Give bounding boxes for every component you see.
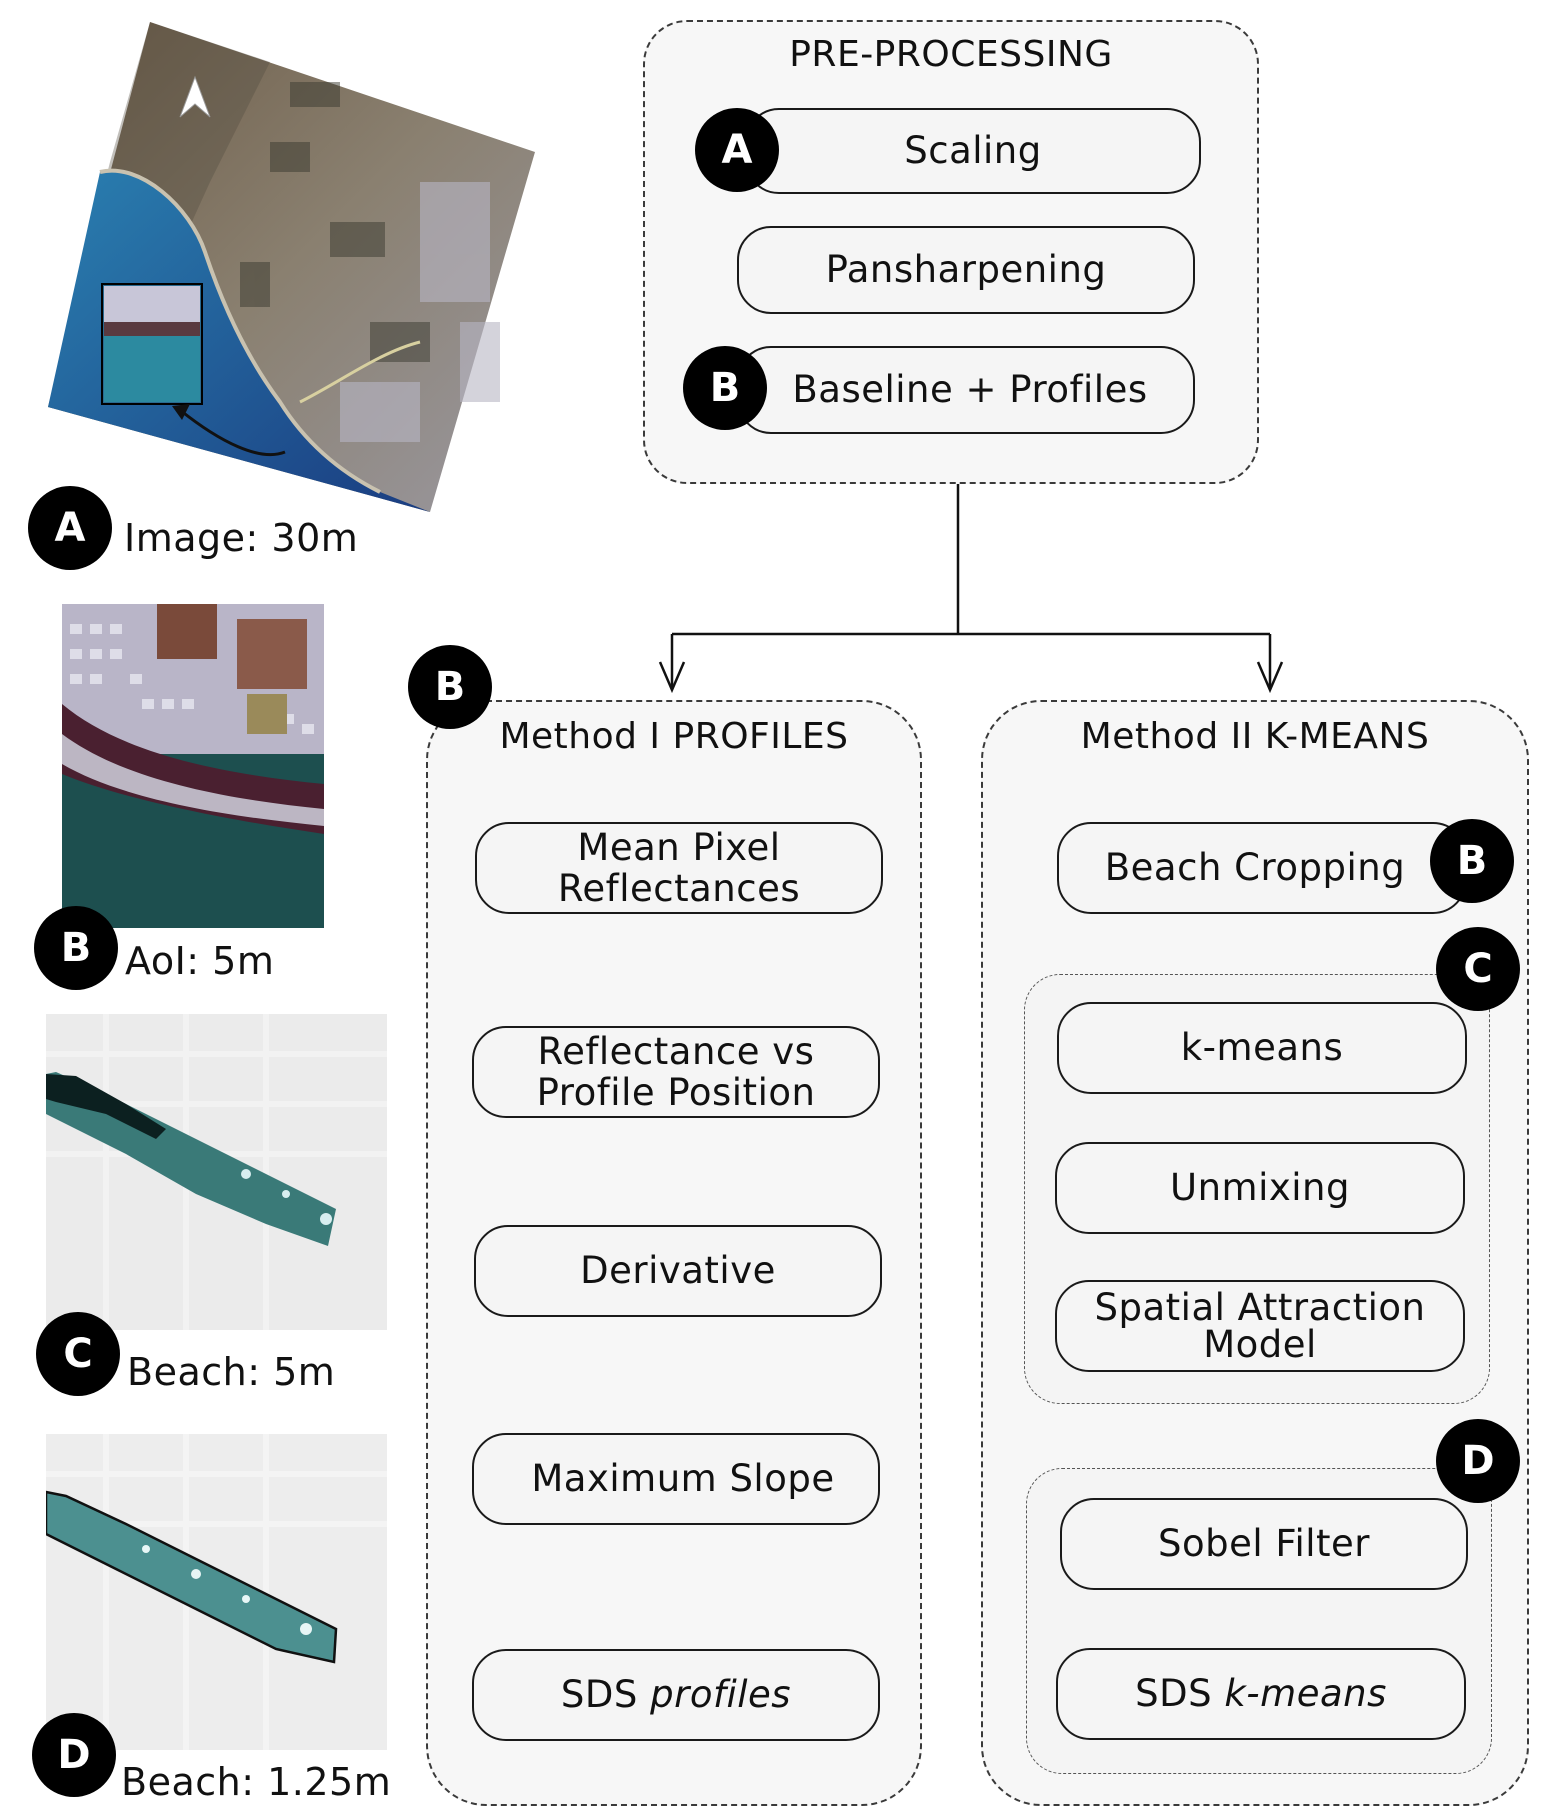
satellite-image-30m	[40, 22, 540, 512]
step-pansharpening: Pansharpening	[737, 226, 1195, 314]
kmeans-subgroup-badge-c: C	[1436, 927, 1520, 1011]
step-line2: Profile Position	[536, 1071, 816, 1114]
north-arrow-icon	[179, 75, 211, 118]
step-label: Sobel Filter	[1157, 1522, 1371, 1566]
step-sds-k-means: SDS k-means	[1056, 1648, 1466, 1740]
beach-cropping-badge-b: B	[1430, 819, 1514, 903]
step-sobel-filter: Sobel Filter	[1060, 1498, 1468, 1590]
step-label: Pansharpening	[825, 248, 1107, 292]
step-line1: Mean Pixel	[577, 825, 781, 869]
image-badge-b: B	[34, 906, 118, 990]
image-caption-b: AoI: 5m	[125, 939, 275, 983]
step-label: Baseline + Profiles	[792, 368, 1148, 412]
step-label: Derivative	[580, 1249, 776, 1293]
step-label: k-means	[1180, 1026, 1344, 1070]
step-k-means: k-means	[1057, 1002, 1467, 1094]
step-label: Unmixing	[1170, 1166, 1350, 1210]
method2-title: Method II K-MEANS	[1080, 716, 1430, 757]
step-badge-b: B	[683, 346, 767, 430]
step-sds-profiles: SDS profiles	[472, 1649, 880, 1741]
step-line2: Model	[1203, 1323, 1317, 1366]
step-italic: k-means	[1224, 1672, 1387, 1716]
step-italic: profiles	[650, 1673, 792, 1717]
step-label: SDS profiles	[561, 1674, 791, 1715]
image-badge-c: C	[36, 1312, 120, 1396]
step-baseline-profiles: Baseline + Profiles	[737, 346, 1195, 434]
method1-title: Method I PROFILES	[499, 716, 849, 757]
image-badge-a: A	[28, 486, 112, 570]
step-text: SDS	[560, 1673, 651, 1717]
step-scaling: Scaling	[745, 108, 1201, 194]
beach-image-5m	[46, 1014, 387, 1330]
step-beach-cropping: Beach Cropping	[1057, 822, 1467, 914]
step-line1: Spatial Attraction	[1094, 1286, 1426, 1329]
image-caption-c: Beach: 5m	[127, 1350, 336, 1394]
step-label: Maximum Slope	[531, 1457, 835, 1501]
step-label: Scaling	[904, 129, 1042, 173]
step-line2: Reflectances	[557, 867, 801, 910]
step-text: SDS	[1135, 1672, 1225, 1716]
step-line1: Reflectance vs	[537, 1029, 815, 1073]
sobel-subgroup-badge-d: D	[1436, 1419, 1520, 1503]
aoi-image-5m	[62, 604, 324, 928]
step-unmixing: Unmixing	[1055, 1142, 1465, 1234]
image-caption-d: Beach: 1.25m	[121, 1760, 392, 1804]
step-label: Beach Cropping	[1104, 846, 1406, 890]
method1-badge-b: B	[408, 645, 492, 729]
step-badge-a: A	[695, 108, 779, 192]
step-maximum-slope: Maximum Slope	[472, 1433, 880, 1525]
preprocessing-title: PRE-PROCESSING	[789, 34, 1113, 75]
step-label: SDS k-means	[1135, 1673, 1387, 1714]
beach-image-1-25m	[46, 1434, 387, 1750]
image-badge-d: D	[32, 1713, 116, 1797]
image-caption-a: Image: 30m	[124, 516, 359, 560]
step-derivative: Derivative	[474, 1225, 882, 1317]
